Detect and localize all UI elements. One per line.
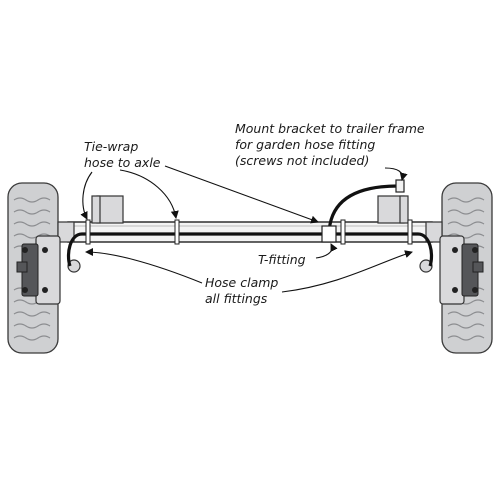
pointer-hose-clamp-left — [85, 248, 203, 284]
pointer-tie-wrap-t — [164, 165, 319, 224]
mount-bracket-label-line3: (screws not included) — [235, 153, 369, 168]
t-fitting-label: T-fitting — [258, 252, 306, 267]
right-spring-bracket — [377, 195, 409, 224]
mount-bracket-label-line2: for garden hose fitting — [235, 137, 375, 152]
pointer-hose-clamp-right — [281, 250, 413, 293]
mount-bracket-label-line1: Mount bracket to trailer frame — [235, 121, 425, 136]
tie-wrap-right — [407, 219, 413, 245]
tie-wrap-left — [85, 219, 91, 245]
right-hub-assembly — [419, 221, 484, 305]
hose — [66, 184, 434, 267]
pointer-mount-bracket — [384, 167, 408, 181]
pointer-tie-wrap-left — [80, 171, 93, 220]
left-spring-bracket — [91, 195, 124, 224]
axle-tube — [67, 221, 433, 243]
hose-clamp-label-line2: all fittings — [205, 291, 268, 306]
tie-wrap-label-line2: hose to axle — [84, 155, 161, 170]
pointer-tie-wrap-middle — [119, 169, 179, 219]
hose-clamp-label-line1: Hose clamp — [205, 275, 278, 290]
tie-wrap-label-line1: Tie-wrap — [84, 139, 138, 154]
t-fitting — [321, 219, 346, 245]
callout-pointers — [80, 165, 413, 293]
left-hub-assembly — [16, 221, 81, 305]
pointer-t-fitting — [315, 243, 338, 259]
garden-hose-fitting — [395, 179, 405, 193]
tie-wrap-middle — [174, 219, 180, 245]
